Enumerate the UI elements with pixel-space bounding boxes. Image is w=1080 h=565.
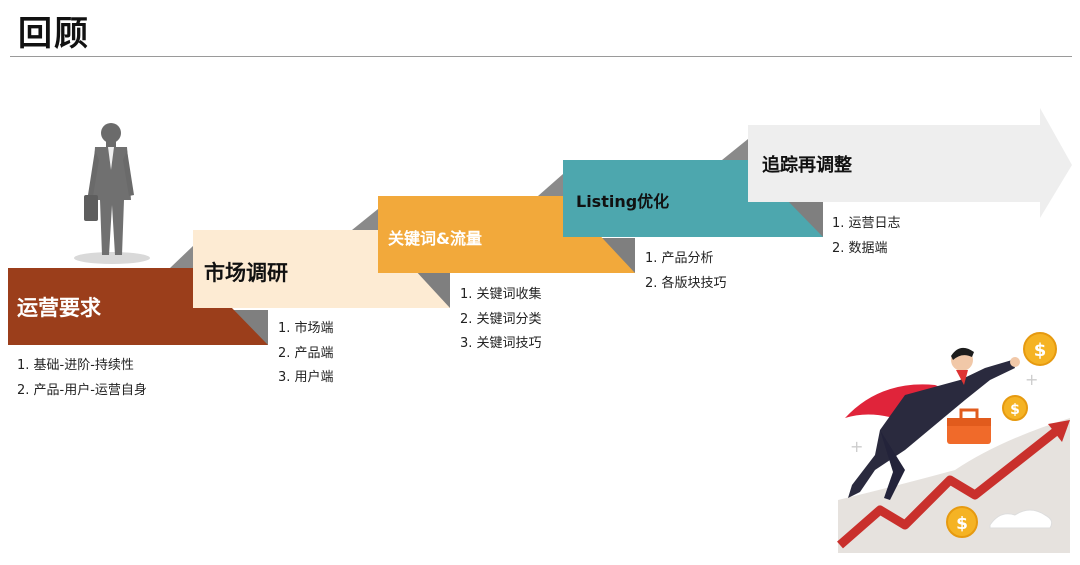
coin-icon: $: [1002, 395, 1028, 421]
step-label-operation-requirements: 运营要求: [17, 296, 101, 320]
coin-icon: $: [946, 506, 978, 538]
fold-top-3: [538, 174, 563, 196]
step-label-listing-optimization: Listing优化: [576, 192, 670, 211]
list-item: 1. 运营日志: [832, 216, 901, 231]
list-item: 3. 关键词技巧: [460, 336, 542, 351]
coin-symbol: $: [956, 514, 968, 534]
list-item: 2. 产品-用户-运营自身: [17, 382, 147, 398]
businessman-silhouette-icon: [74, 123, 150, 264]
list-item: 1. 产品分析: [645, 251, 714, 266]
list-item: 1. 基础-进阶-持续性: [17, 358, 134, 373]
list-item: 1. 关键词收集: [460, 287, 542, 302]
list-item: 2. 产品端: [278, 345, 334, 361]
list-operation-requirements: 1. 基础-进阶-持续性 2. 产品-用户-运营自身: [17, 354, 147, 403]
coin-symbol: $: [1010, 402, 1020, 418]
list-keywords-traffic: 1. 关键词收集 2. 关键词分类 3. 关键词技巧: [460, 283, 542, 357]
step-block-tracking-adjustment: [748, 108, 1072, 218]
coin-symbol: $: [1034, 340, 1047, 361]
sparkle-icon: +: [850, 437, 863, 456]
list-listing-optimization: 1. 产品分析 2. 各版块技巧: [645, 247, 727, 296]
fold-top-1: [170, 246, 193, 268]
page-title: 回顾: [18, 14, 90, 54]
list-item: 2. 各版块技巧: [645, 275, 727, 291]
step-label-keywords-traffic: 关键词&流量: [388, 229, 482, 248]
coin-icon: $: [1023, 332, 1057, 366]
fold-top-2: [352, 209, 378, 230]
step-label-market-research: 市场调研: [204, 261, 288, 285]
sparkle-icon: +: [1025, 370, 1038, 389]
title-divider: [10, 56, 1072, 57]
fold-top-4: [722, 139, 748, 160]
list-market-research: 1. 市场端 2. 产品端 3. 用户端: [278, 317, 334, 391]
list-item: 2. 数据端: [832, 240, 888, 256]
list-item: 1. 市场端: [278, 321, 334, 336]
step-label-tracking-adjustment: 追踪再调整: [762, 155, 852, 176]
superhero-businessman-illustration: $ $ $ + +: [837, 332, 1070, 553]
list-tracking-adjustment: 1. 运营日志 2. 数据端: [832, 212, 901, 261]
list-item: 2. 关键词分类: [460, 311, 542, 327]
list-item: 3. 用户端: [278, 370, 334, 385]
